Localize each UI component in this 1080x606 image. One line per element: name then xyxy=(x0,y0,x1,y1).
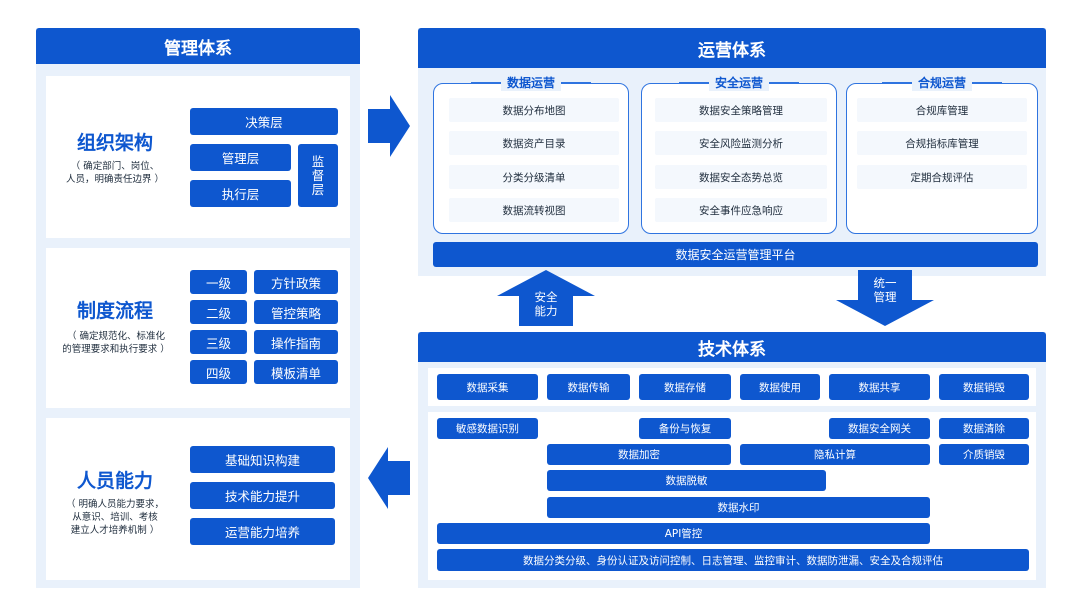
org-layer-decision: 决策层 xyxy=(190,108,338,135)
process-level-1: 一级 xyxy=(190,270,247,294)
ops-platform-bar: 数据安全运营管理平台 xyxy=(433,242,1038,267)
org-layer-management: 管理层 xyxy=(190,144,291,171)
lifecycle-transfer: 数据传输 xyxy=(547,374,630,400)
ops-data-item-4: 数据流转视图 xyxy=(449,198,619,222)
people-title: 人员能力 xyxy=(76,470,153,492)
lifecycle-use: 数据使用 xyxy=(740,374,820,400)
ops-sec-item-2: 安全风险监测分析 xyxy=(655,131,827,155)
lifecycle-collect: 数据采集 xyxy=(437,374,538,400)
cap-backup: 备份与恢复 xyxy=(639,418,731,439)
process-doc-3: 操作指南 xyxy=(254,330,338,354)
cap-watermark: 数据水印 xyxy=(547,497,930,518)
process-desc: （ 确定规范化、标准化 的管理要求和执行要求 ） xyxy=(62,331,170,355)
cap-gateway: 数据安全网关 xyxy=(829,418,930,439)
ops-comp-item-1: 合规库管理 xyxy=(857,98,1027,122)
org-desc: （ 确定部门、岗位、 人员，明确责任边界 ） xyxy=(65,161,165,185)
ops-data-item-3: 分类分级清单 xyxy=(449,165,619,189)
process-title: 制度流程 xyxy=(76,300,153,322)
people-item-1: 基础知识构建 xyxy=(190,446,335,473)
org-layer-execution: 执行层 xyxy=(190,180,291,207)
cap-privacy: 隐私计算 xyxy=(740,444,930,465)
process-doc-4: 模板清单 xyxy=(254,360,338,384)
arrow-left-icon xyxy=(368,447,410,509)
ops-sec-item-4: 安全事件应急响应 xyxy=(655,198,827,222)
lifecycle-share: 数据共享 xyxy=(829,374,930,400)
arrow-up-label: 安全 能力 xyxy=(534,290,558,318)
people-desc: （ 明确人员能力要求， 从意识、培训、考核 建立人才培养机制 ） xyxy=(65,499,165,536)
ops-sec-item-1: 数据安全策略管理 xyxy=(655,98,827,122)
ops-comp-item-2: 合规指标库管理 xyxy=(857,131,1027,155)
cap-api: API管控 xyxy=(437,523,930,544)
process-level-3: 三级 xyxy=(190,330,247,354)
arrow-down-label: 统一 管理 xyxy=(873,276,897,304)
cap-sensitive-detect: 敏感数据识别 xyxy=(437,418,538,439)
technology-header: 技术体系 xyxy=(418,332,1046,362)
ops-comp-item-3: 定期合规评估 xyxy=(857,165,1027,189)
management-header: 管理体系 xyxy=(36,28,360,64)
operations-header: 运营体系 xyxy=(418,28,1046,68)
lifecycle-store: 数据存储 xyxy=(639,374,731,400)
ops-data-item-1: 数据分布地图 xyxy=(449,98,619,122)
cap-encrypt: 数据加密 xyxy=(547,444,731,465)
people-item-3: 运营能力培养 xyxy=(190,518,335,545)
process-level-4: 四级 xyxy=(190,360,247,384)
lifecycle-destroy: 数据销毁 xyxy=(939,374,1029,400)
people-item-2: 技术能力提升 xyxy=(190,482,335,509)
cap-mask: 数据脱敏 xyxy=(547,470,826,491)
org-title: 组织架构 xyxy=(76,132,153,154)
cap-base: 数据分类分级、身份认证及访问控制、日志管理、监控审计、数据防泄漏、安全及合规评估 xyxy=(437,549,1029,571)
ops-data-item-2: 数据资产目录 xyxy=(449,131,619,155)
process-level-2: 二级 xyxy=(190,300,247,324)
org-layer-supervision: 监 督 层 xyxy=(298,144,338,207)
arrow-right-icon xyxy=(368,95,410,157)
arrow-down-icon xyxy=(836,270,934,326)
process-doc-2: 管控策略 xyxy=(254,300,338,324)
cap-clear: 数据清除 xyxy=(939,418,1029,439)
ops-sec-item-3: 数据安全态势总览 xyxy=(655,165,827,189)
arrow-up-icon xyxy=(497,270,595,326)
process-doc-1: 方针政策 xyxy=(254,270,338,294)
cap-media-destroy: 介质销毁 xyxy=(939,444,1029,465)
